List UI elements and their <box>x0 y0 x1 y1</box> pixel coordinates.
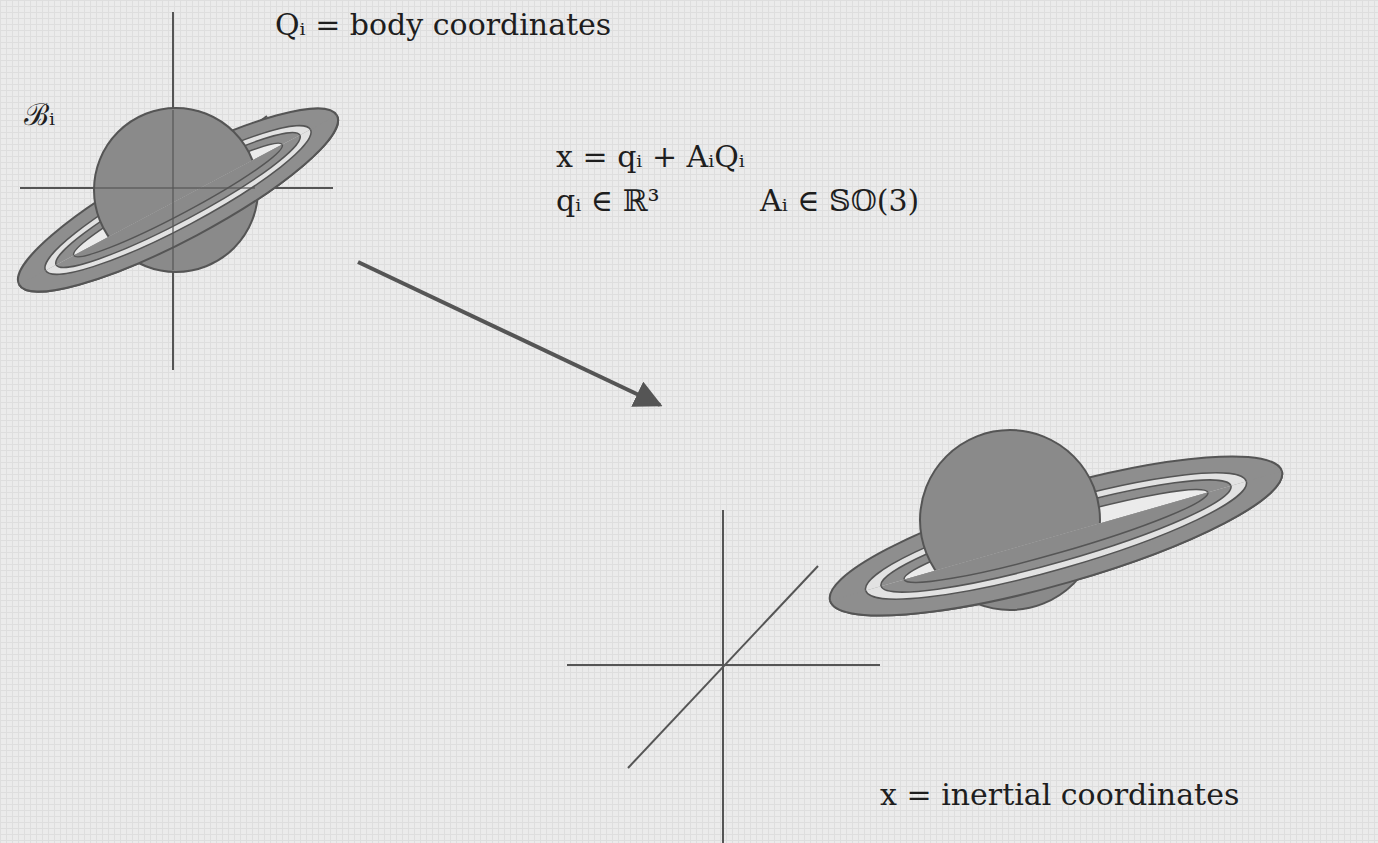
frame-label: Qᵢ = body coordinates <box>275 8 611 43</box>
planet-ring <box>817 425 1295 647</box>
body-symbol: ℬᵢ <box>24 98 55 133</box>
position-domain: qᵢ ∈ ℝ³ <box>556 184 659 219</box>
planet-ring-front <box>0 80 355 320</box>
planet-body <box>0 80 355 320</box>
mapping-arrow <box>358 262 660 405</box>
planet-ring-front <box>817 426 1295 647</box>
body-axes <box>20 12 333 370</box>
rotation-domain: Aᵢ ∈ 𝕊𝕆(3) <box>760 184 919 219</box>
inertial-axes <box>567 510 880 843</box>
transform-equation: x = qᵢ + AᵢQᵢ <box>556 140 745 175</box>
body-axes-front <box>95 110 255 270</box>
frame-label: x = inertial coordinates <box>880 778 1239 813</box>
